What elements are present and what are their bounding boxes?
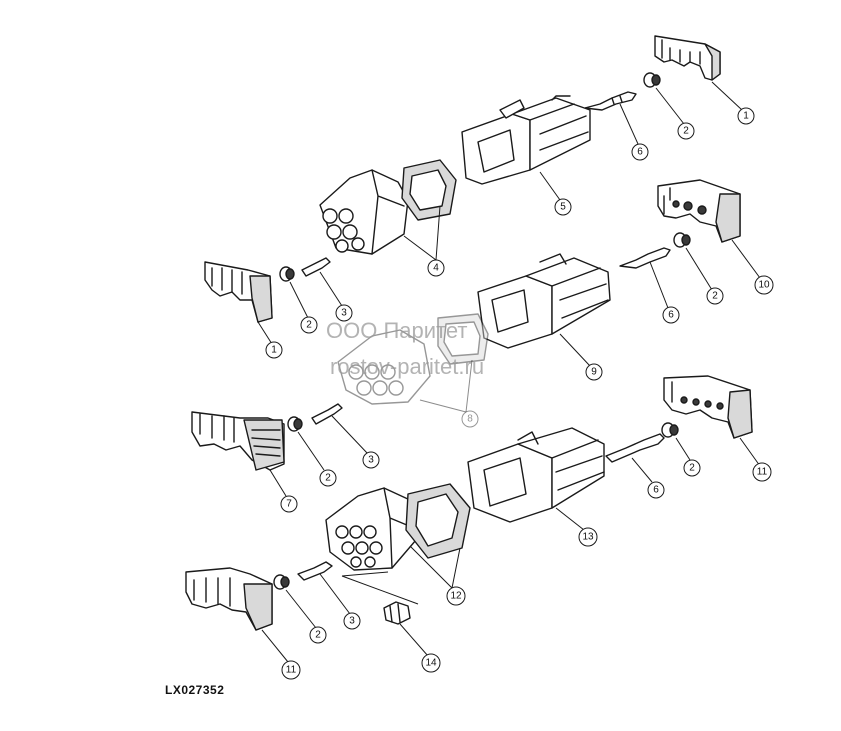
receptacle-seal-part-12 [405,483,471,559]
cavity-plug-part-row4 [273,574,290,590]
callout-label: 6 [637,147,643,158]
callout: 2 [706,287,724,305]
wire-retainer-part-7 [191,411,285,471]
callout-label: 3 [368,455,374,466]
callout-label: 14 [425,658,437,669]
wire-retainer-part-top [654,35,721,81]
callout-label: 13 [582,532,594,543]
cavity-plug-part-14 [383,601,411,625]
callout: 4 [427,259,445,277]
callout: 11 [281,660,301,680]
callout: 6 [647,481,665,499]
terminal-part-row3-left [311,403,343,425]
callout-label: 1 [271,345,277,356]
cavity-plug-part-row3 [661,422,679,438]
callout-label: 4 [433,263,439,274]
callout-label: 2 [689,463,695,474]
connector-housing-part-5 [461,95,591,185]
callout-label: 1 [743,111,749,122]
callout-label: 6 [653,485,659,496]
callout: 2 [300,316,318,334]
wire-retainer-part-10 [657,179,741,243]
callout: 8 [461,410,479,428]
callout-label: 8 [467,414,473,425]
callout: 3 [335,304,353,322]
connector-receptacle-part-4 [319,169,409,255]
watermark: ООО Паритет rostov-paritet.ru [326,318,484,379]
callout-label: 3 [349,616,355,627]
callout-label: 11 [757,467,768,478]
callout: 12 [446,586,466,606]
callout-label: 11 [286,665,297,676]
callout-label: 10 [758,280,770,291]
wire-retainer-part-11-lower [185,567,273,631]
callout: 14 [421,653,441,673]
callout-label: 5 [560,202,566,213]
terminal-part-row1 [584,91,637,111]
callout-label: 2 [712,291,718,302]
terminal-part-row2-left [301,257,331,277]
wire-retainer-part-11-upper [663,375,753,439]
callout-label: 3 [341,308,347,319]
cavity-plug-part-row3-left [287,416,303,432]
connector-receptacle-part-8 [337,313,489,405]
callout: 2 [319,469,337,487]
callout: 2 [677,122,695,140]
callout: 2 [309,626,327,644]
callout: 13 [578,527,598,547]
callout: 3 [362,451,380,469]
callout-label: 2 [683,126,689,137]
callout: 5 [554,198,572,216]
leader-lines [257,81,761,663]
receptacle-seal-part-4 [401,159,457,221]
cavity-plug-part-row1 [643,72,661,88]
cavity-plug-part-row2 [673,232,691,248]
figure-id: LX027352 [165,683,225,697]
callout: 6 [662,306,680,324]
callout: 2 [683,459,701,477]
callout-label: 12 [450,591,462,602]
callout-label: 2 [306,320,312,331]
callout-label: 6 [668,310,674,321]
connector-housing-part-13 [467,427,605,523]
callout: 1 [265,341,283,359]
callout-label: 7 [286,499,292,510]
callout: 11 [752,462,772,482]
callout: 3 [343,612,361,630]
callout: 9 [585,363,603,381]
cavity-plug-part-row2-left [279,266,295,282]
callout: 7 [280,495,298,513]
callout-label: 2 [325,473,331,484]
watermark-line2: rostov-paritet.ru [330,354,484,379]
terminal-part-row3 [605,433,665,463]
watermark-line1: ООО Паритет [326,318,467,343]
callout: 6 [631,143,649,161]
connector-housing-part-9 [477,253,611,349]
callout-label: 9 [591,367,597,378]
callout: 10 [754,275,774,295]
wire-retainer-part-row2-left [204,261,273,323]
connector-receptacle-part-12 [325,487,417,571]
callout: 1 [737,107,755,125]
terminal-part-row2 [619,247,671,269]
callout-label: 2 [315,630,321,641]
terminal-part-row4 [297,561,333,581]
